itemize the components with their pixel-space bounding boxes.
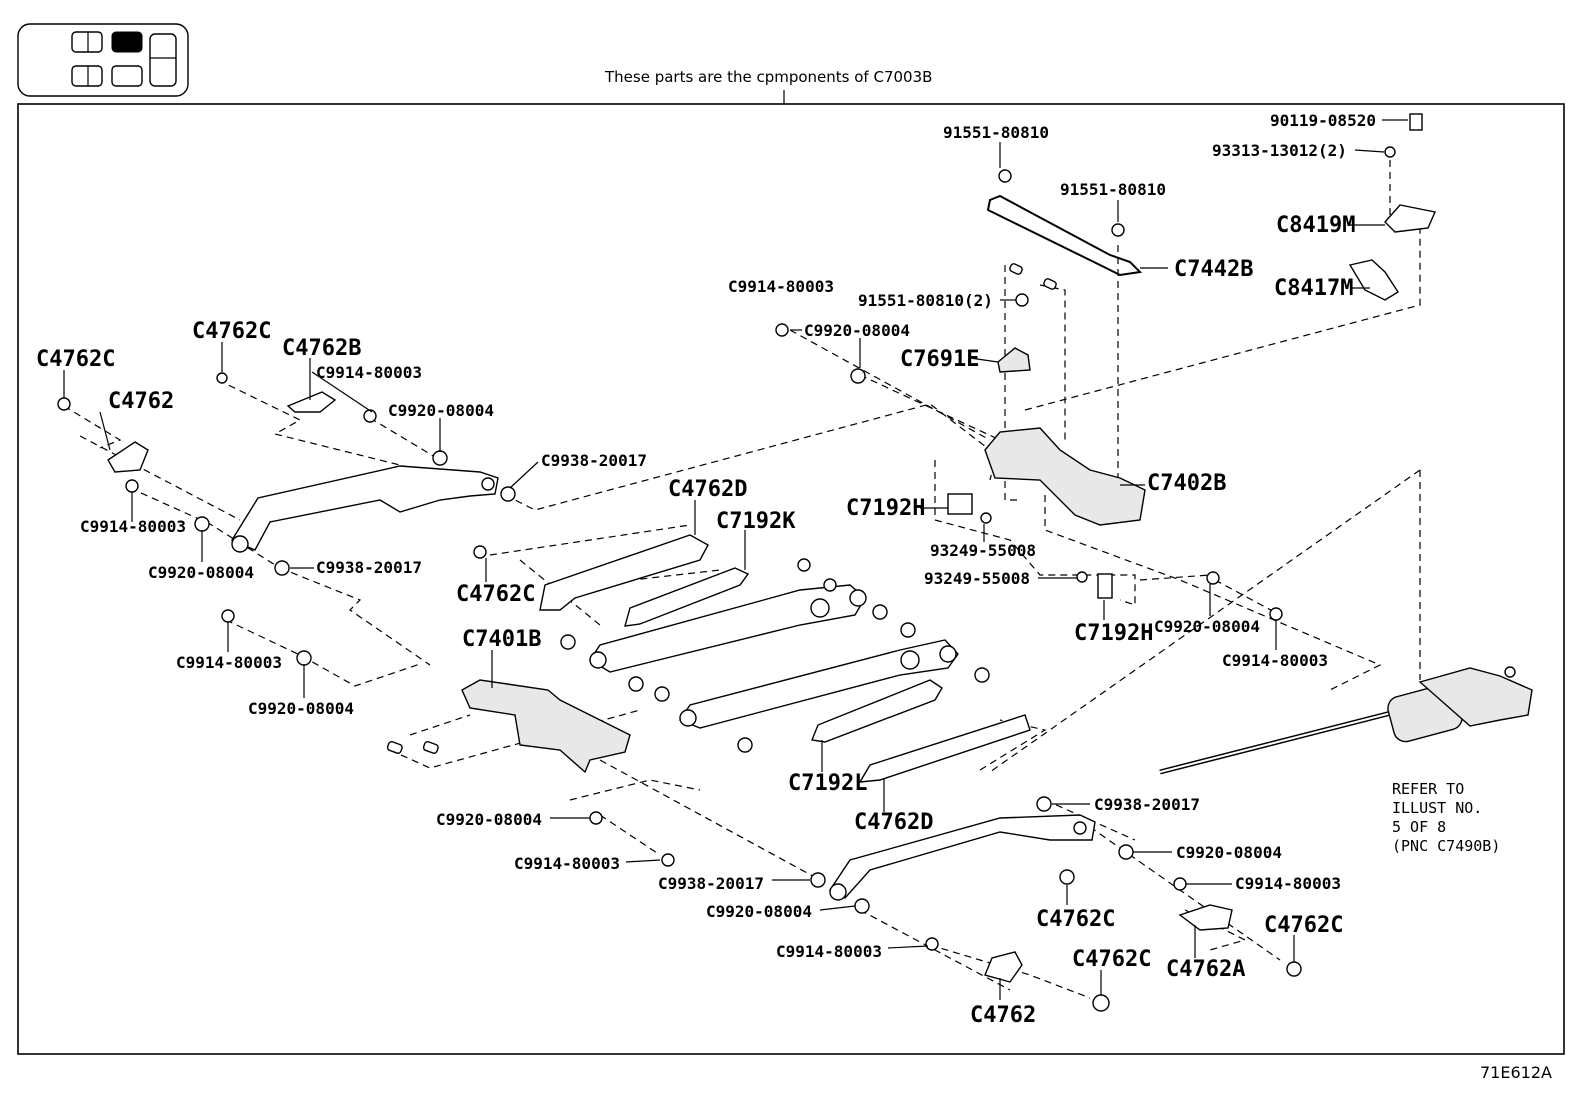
label-c9914-80003-a: C9914-80003: [728, 277, 834, 296]
bracket-c7401b: [461, 679, 631, 774]
refer-line-2: ILLUST NO.: [1392, 799, 1482, 817]
components-note: These parts are the cpmponents of C7003B: [604, 68, 932, 86]
diagram-frame: [17, 103, 1565, 1055]
label-c9920-08004-b: C9920-08004: [388, 401, 494, 420]
refer-line-1: REFER TO: [1392, 780, 1464, 798]
bracket-c7192h-lower: [1097, 573, 1113, 599]
label-c4762a: C4762A: [1166, 957, 1245, 982]
label-c7402b: C7402B: [1147, 471, 1226, 496]
label-c9920-08004-g: C9920-08004: [706, 902, 812, 921]
refer-note: REFER TO ILLUST NO. 5 OF 8 (PNC C7490B): [1392, 780, 1500, 855]
label-c4762c-c: C4762C: [456, 582, 535, 607]
seat-locator-icon: [17, 23, 189, 97]
plate-c7192k: [624, 567, 750, 627]
bracket-c7691e: [997, 347, 1031, 373]
label-93313-13012: 93313-13012(2): [1212, 141, 1347, 160]
label-c9938-20017-c: C9938-20017: [658, 874, 764, 893]
label-c7192k: C7192K: [716, 509, 796, 534]
label-c9914-80003-f: C9914-80003: [514, 854, 620, 873]
label-c4762b: C4762B: [282, 336, 361, 361]
plate-c4762d-upper: [539, 534, 709, 611]
label-c7192h-b: C7192H: [1074, 621, 1153, 646]
figure-id: 71E612A: [1480, 1063, 1552, 1082]
arm-lower-right: [828, 814, 1096, 899]
label-c9920-08004-h: C9920-08004: [1176, 843, 1282, 862]
label-c9914-80003-b: C9914-80003: [316, 363, 422, 382]
leader-lines: [63, 119, 1408, 1000]
bracket-c8419m: [1384, 204, 1436, 233]
assembly-lines: [63, 160, 1421, 999]
label-c9914-80003-e: C9914-80003: [176, 653, 282, 672]
label-c9920-08004-d: C9920-08004: [1154, 617, 1260, 636]
label-93249-55008-a: 93249-55008: [930, 541, 1036, 560]
label-c7192h-a: C7192H: [846, 496, 925, 521]
plate-c4762d-lower: [858, 714, 1031, 783]
link-lower: [678, 639, 959, 729]
label-91551-80810-top: 91551-80810: [943, 123, 1049, 142]
arm-upper-left: [230, 465, 499, 551]
label-c9920-08004-e: C9920-08004: [248, 699, 354, 718]
label-c4762c-b: C4762C: [36, 347, 115, 372]
label-c7192l: C7192L: [788, 771, 867, 796]
label-c7442b: C7442B: [1174, 257, 1253, 282]
label-c9914-80003-g: C9914-80003: [776, 942, 882, 961]
label-c7691e: C7691E: [900, 347, 979, 372]
bracket-c4762b: [286, 391, 337, 413]
label-c9920-08004-a: C9920-08004: [804, 321, 910, 340]
label-c4762c-e: C4762C: [1072, 947, 1151, 972]
label-91551-80810-2: 91551-80810(2): [858, 291, 993, 310]
label-c4762-a: C4762: [108, 389, 174, 414]
bracket-c8417m: [1348, 259, 1399, 301]
label-c4762c-f: C4762C: [1264, 913, 1343, 938]
link-upper: [589, 584, 866, 673]
bracket-c7192h-upper: [947, 493, 973, 515]
actuator-motor: [1159, 666, 1533, 775]
label-c8417m: C8417M: [1274, 276, 1353, 301]
refer-line-4: (PNC C7490B): [1392, 837, 1500, 855]
label-c9938-20017-a: C9938-20017: [541, 451, 647, 470]
label-c7401b: C7401B: [462, 627, 541, 652]
label-c9938-20017-b: C9938-20017: [316, 558, 422, 577]
mechanism-c7402b: [984, 427, 1146, 526]
label-93249-55008-b: 93249-55008: [924, 569, 1030, 588]
bracket-c4762-left: [107, 441, 149, 473]
label-c9914-80003-h: C9914-80003: [1235, 874, 1341, 893]
parts: [57, 113, 1533, 1012]
bracket-c4762-lower: [984, 951, 1023, 983]
label-90119-08520: 90119-08520: [1270, 111, 1376, 130]
label-c4762d-a: C4762D: [668, 477, 747, 502]
bracket-c4762a: [1178, 904, 1233, 931]
label-c4762c-d: C4762C: [1036, 907, 1115, 932]
label-c4762d-b: C4762D: [854, 810, 933, 835]
label-91551-80810-mid: 91551-80810: [1060, 180, 1166, 199]
label-c9914-80003-c: C9914-80003: [80, 517, 186, 536]
refer-line-3: 5 OF 8: [1392, 818, 1446, 836]
label-c8419m: C8419M: [1276, 213, 1355, 238]
label-c4762-b: C4762: [970, 1003, 1036, 1028]
label-c9920-08004-f: C9920-08004: [436, 810, 542, 829]
label-c9938-20017-d: C9938-20017: [1094, 795, 1200, 814]
plate-c7192l: [811, 679, 943, 743]
label-c9914-80003-d: C9914-80003: [1222, 651, 1328, 670]
part-labels: 91551-80810 91551-80810 90119-08520 9331…: [36, 111, 1376, 1028]
label-c9920-08004-c: C9920-08004: [148, 563, 254, 582]
label-c4762c-a: C4762C: [192, 319, 271, 344]
rod-c7442b: [986, 194, 1143, 277]
